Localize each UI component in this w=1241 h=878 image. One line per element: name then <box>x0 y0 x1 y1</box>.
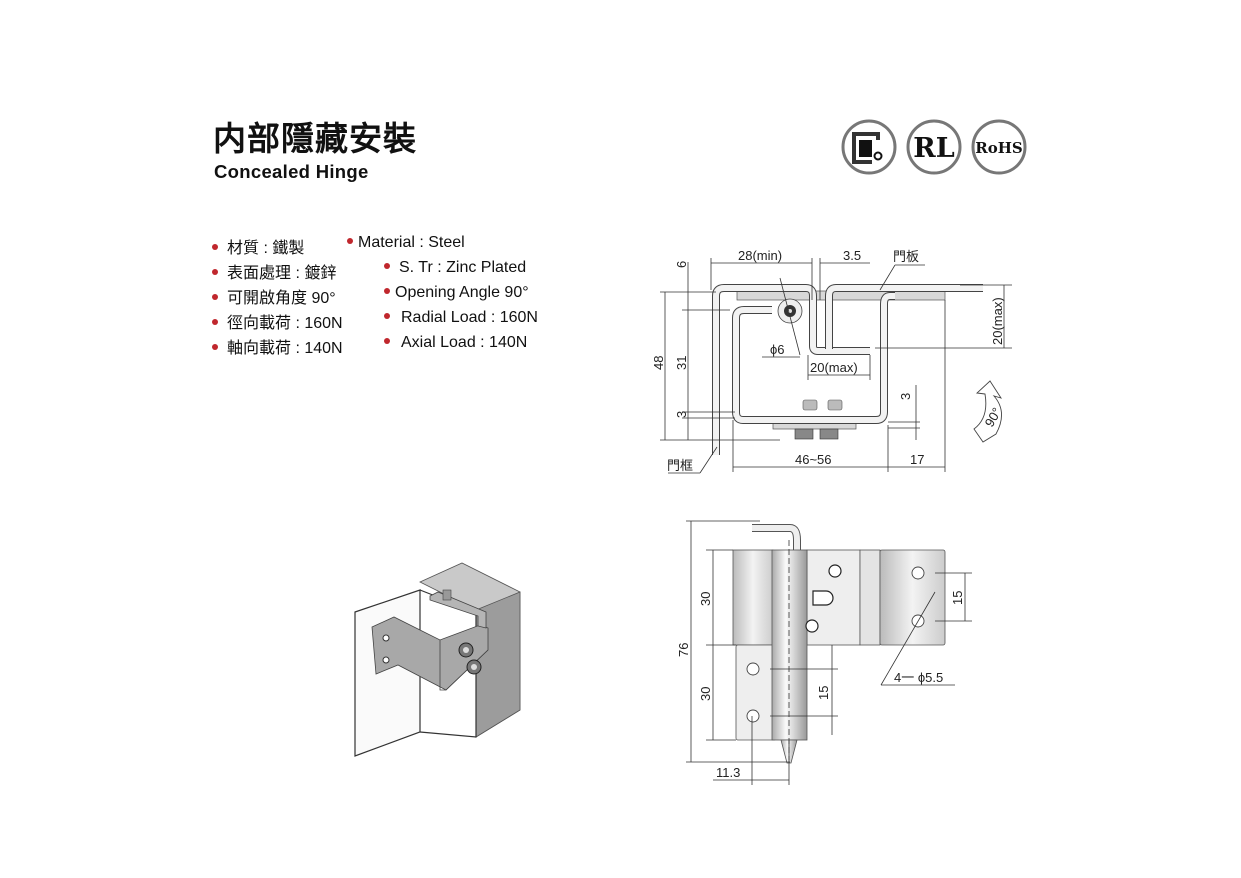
spec-text: Radial Load : 160N <box>401 309 538 326</box>
bullet-icon <box>384 337 390 344</box>
dim-31: 31 <box>674 356 689 370</box>
bullet-icon <box>212 268 218 275</box>
dim-20max-right: 20(max) <box>990 297 1005 345</box>
bullet-icon <box>384 312 390 319</box>
dim-30-bottom: 30 <box>698 687 713 701</box>
bullet-icon <box>212 293 218 300</box>
rotation-arrow-icon: 90° <box>973 380 1004 443</box>
label-door-frame: 門框 <box>667 458 693 473</box>
spec-en-radial: Radial Load : 160N <box>384 309 538 327</box>
dim-11-3: 11.3 <box>716 765 740 780</box>
dim-3-left: 3 <box>674 411 689 418</box>
spec-text: Material : Steel <box>358 234 465 251</box>
dim-3-right: 3 <box>898 393 913 400</box>
bullet-icon <box>212 243 218 250</box>
spec-text: 表面處理 : 鍍鋅 <box>227 265 337 282</box>
bullet-icon <box>212 318 218 325</box>
label-door-panel: 門板 <box>893 249 919 264</box>
dim-46-56: 46~56 <box>795 452 832 467</box>
spec-zh-angle: 可開啟角度 90° <box>212 284 336 308</box>
bullet-icon <box>347 237 353 244</box>
dim-17: 17 <box>910 452 924 467</box>
dim-3-5: 3.5 <box>843 248 861 263</box>
dim-76: 76 <box>676 643 691 657</box>
spec-en-axial: Axial Load : 140N <box>384 334 527 352</box>
bullet-icon <box>212 343 218 350</box>
hinge-3d-render <box>354 562 521 757</box>
dim-20max: 20(max) <box>810 360 858 375</box>
bullet-icon <box>384 262 390 269</box>
spec-text: 軸向載荷 : 140N <box>227 340 343 357</box>
top-view-drawing: 6 48 31 3 28(min) 3.5 門板 20(max) ϕ6 20(m… <box>651 248 1012 474</box>
dim-6: 6 <box>674 261 689 268</box>
page-title-zh: 内部隱藏安裝 <box>213 119 417 158</box>
spec-zh-treatment: 表面處理 : 鍍鋅 <box>212 259 336 283</box>
spec-text: 可開啟角度 90° <box>227 290 336 307</box>
svg-text:RoHS: RoHS <box>975 139 1022 157</box>
front-view-drawing: 76 30 30 15 15 4一 ϕ5.5 11.3 <box>676 520 972 785</box>
dim-30-top: 30 <box>698 592 713 606</box>
spec-text: S. Tr : Zinc Plated <box>399 259 527 276</box>
spec-text: 材質 : 鐵製 <box>227 240 305 257</box>
spec-zh-axial: 軸向載荷 : 140N <box>212 334 343 358</box>
spec-zh-radial: 徑向載荷 : 160N <box>212 309 343 333</box>
page-title-en: Concealed Hinge <box>214 161 369 182</box>
spec-en-angle: Opening Angle 90° <box>384 284 529 302</box>
spec-text: Axial Load : 140N <box>401 334 528 351</box>
dim-28min: 28(min) <box>738 248 782 263</box>
dim-phi6: ϕ6 <box>770 342 785 357</box>
spec-text: Opening Angle 90° <box>395 284 529 301</box>
svg-text:RL: RL <box>913 133 954 164</box>
spec-en-material: Material : Steel <box>347 234 465 252</box>
dim-15-right: 15 <box>950 591 965 605</box>
dim-holes: 4一 ϕ5.5 <box>894 670 943 685</box>
safety-mark-icon <box>841 119 897 175</box>
dim-48: 48 <box>651 356 666 370</box>
dim-15-center: 15 <box>816 686 831 700</box>
rl-logo: RL <box>906 119 962 175</box>
rohs-logo: RoHS <box>971 119 1027 175</box>
spec-en-treatment: S. Tr : Zinc Plated <box>384 259 526 277</box>
spec-text: 徑向載荷 : 160N <box>227 315 343 332</box>
bullet-icon <box>384 287 390 294</box>
spec-zh-material: 材質 : 鐵製 <box>212 234 304 258</box>
